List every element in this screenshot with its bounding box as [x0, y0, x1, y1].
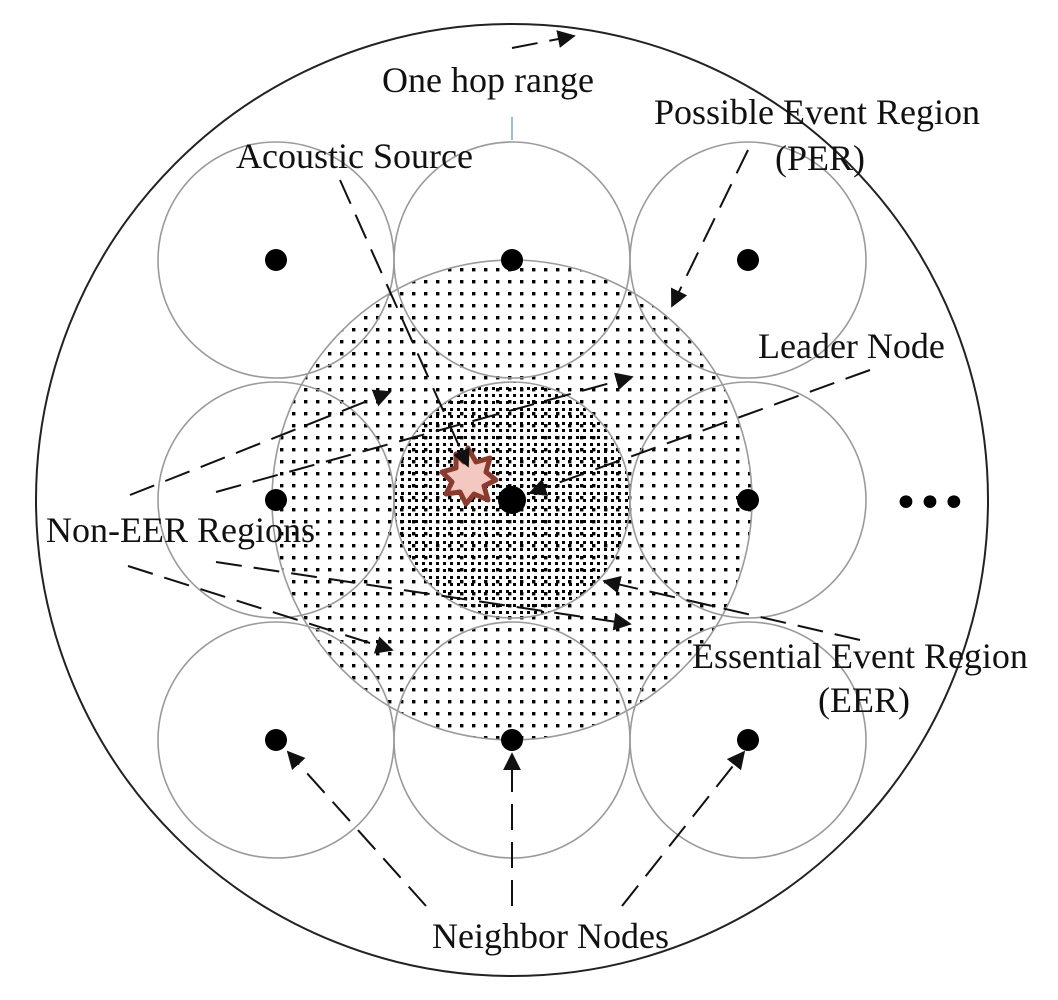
arrow-neighbor-left [286, 750, 427, 907]
range-circle-right [629, 381, 867, 619]
arrow-leader-node [528, 369, 871, 496]
range-circle-bottom-right [629, 621, 867, 859]
label-eer-line2: (EER) [818, 680, 910, 720]
label-acoustic-source: Acoustic Source [236, 136, 473, 176]
arrow-non-eer-4 [215, 561, 632, 631]
nodes [265, 249, 759, 751]
arrow-eer [602, 575, 861, 641]
node-bottom-left [265, 729, 287, 751]
label-neighbor-nodes: Neighbor Nodes [432, 916, 669, 956]
node-right [737, 489, 759, 511]
arrow-per [671, 149, 749, 308]
node-left [265, 489, 287, 511]
arrow-acoustic-source [339, 179, 470, 468]
node-bottom-right [737, 729, 759, 751]
label-eer-line1: Essential Event Region [692, 636, 1028, 676]
label-per-line1: Possible Event Region [654, 92, 980, 132]
arrow-neighbor-right [621, 750, 746, 907]
arrow-non-eer-1 [129, 389, 392, 496]
arrows [127, 30, 871, 907]
node-top-right [737, 249, 759, 271]
node-top [501, 249, 523, 271]
label-non-eer-regions: Non-EER Regions [46, 510, 315, 550]
arrow-one-hop [511, 30, 576, 49]
node-bottom [501, 729, 523, 751]
arrow-non-eer-3 [127, 565, 394, 654]
leader-node [498, 486, 526, 514]
arrow-non-eer-2 [215, 372, 634, 493]
range-circle-top-right [629, 141, 867, 379]
ellipsis-indicator: ••• [893, 478, 965, 529]
label-leader-node: Leader Node [758, 326, 945, 366]
node-top-left [265, 249, 287, 271]
label-per-line2: (PER) [775, 138, 865, 178]
label-one-hop-range: One hop range [382, 60, 594, 100]
range-circle-left [157, 381, 395, 619]
one-hop-range-circle [35, 23, 989, 977]
